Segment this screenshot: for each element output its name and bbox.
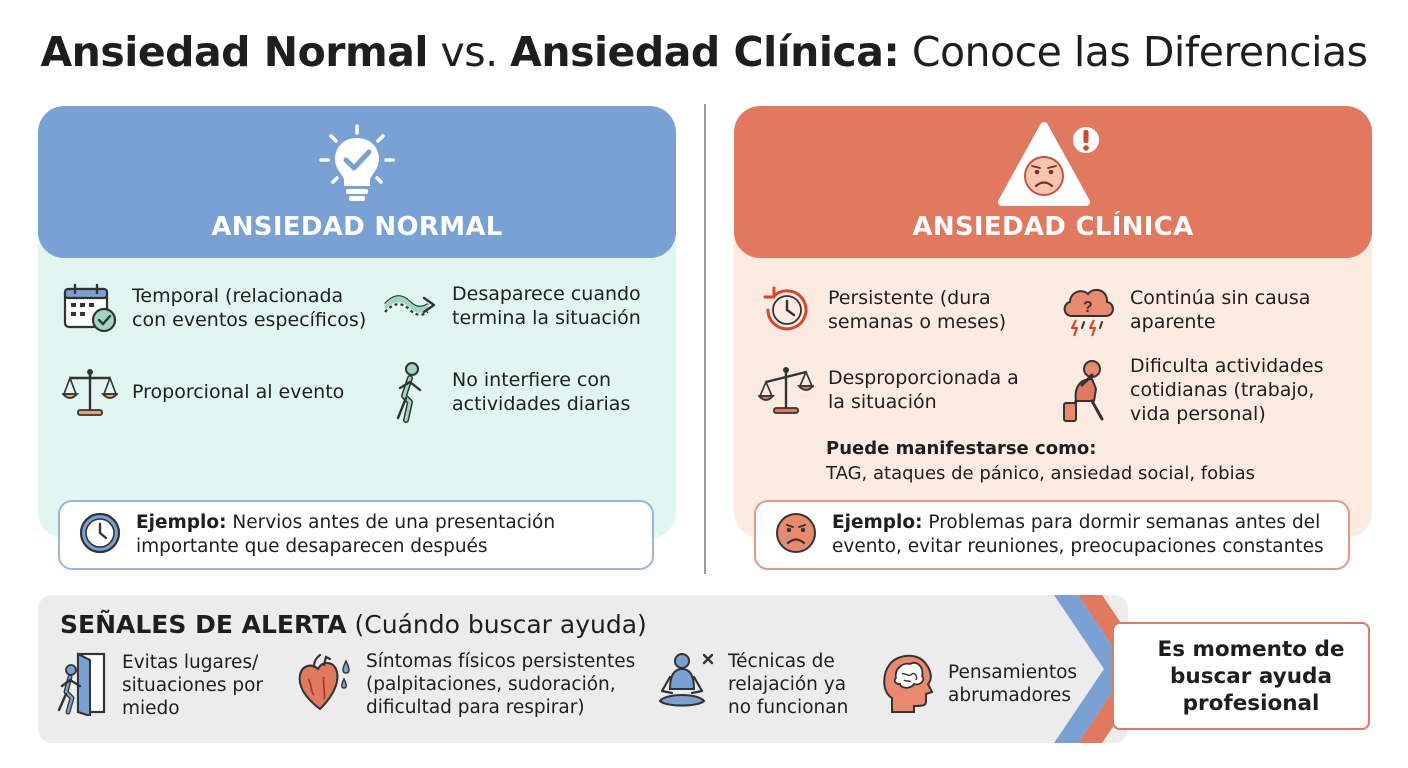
distressed-person-icon [1058,357,1116,423]
feature-no-cause: ? Continúa sin causa aparente [1058,282,1330,338]
alert-item-avoid-text: Evitas lugares/ situaciones por miedo [122,651,264,719]
feature-hinders: Dificulta actividades cotidianas (trabaj… [1058,354,1350,426]
meditation-icon [656,651,716,719]
clinical-example-body: Problemas para dormir semanas antes del … [832,512,1324,557]
walking-person-icon [382,360,438,424]
feature-temporal: Temporal (relacionada con eventos especí… [62,282,372,334]
feature-persistent-text: Persistente (dura semanas o meses) [828,287,1007,333]
clock-history-icon [758,282,814,338]
clinical-panel-header: ANSIEDAD CLÍNICA [734,106,1372,258]
title-clinic: Ansiedad Clínica: [510,28,900,76]
column-divider [704,104,706,574]
normal-panel-title: ANSIEDAD NORMAL [211,212,503,242]
sad-face-icon [774,511,818,559]
brain-head-icon [880,650,936,718]
feature-temporal-text: Temporal (relacionada con eventos especí… [132,285,367,331]
manifest-label: Puede manifestarse como: [826,438,1097,459]
title-normal: Ansiedad Normal [40,28,428,76]
alert-item-avoid: Evitas lugares/ situaciones por miedo [56,650,272,720]
feature-proportional: Proporcional al evento [62,364,362,420]
seek-help-callout: Es momento de buscar ayuda profesional [1112,622,1370,730]
normal-example-label: Ejemplo: [136,512,227,533]
alert-item-physical-text: Síntomas físicos persistentes (palpitaci… [366,651,636,718]
alert-signs-title: SEÑALES DE ALERTA (Cuándo buscar ayuda) [60,610,647,639]
normal-example-body: Nervios antes de una presentación import… [136,512,556,557]
manifest-block: Puede manifestarse como: TAG, ataques de… [826,436,1255,486]
normal-anxiety-panel: ANSIEDAD NORMAL [38,106,676,538]
feature-proportional-text: Proporcional al evento [132,381,345,403]
normal-panel-header: ANSIEDAD NORMAL [38,106,676,258]
feature-hinders-text: Dificulta actividades cotidianas (trabaj… [1130,355,1324,425]
svg-text:?: ? [1083,299,1093,316]
unbalanced-scale-icon [758,362,814,418]
seek-help-text: Es momento de buscar ayuda profesional [1157,636,1345,716]
alert-item-relaxation: Técnicas de relajación ya no funcionan [656,650,858,719]
alert-item-thoughts: Pensamientos abrumadores [880,650,1088,718]
heart-sweat-icon [296,651,354,719]
feature-no-interfere-text: No interfiere con actividades diarias [452,369,631,415]
warning-triangle-sad-face-icon [998,122,1101,206]
alert-title-bold: SEÑALES DE ALERTA [60,610,347,639]
alert-signs-band [38,595,1128,743]
lightbulb-check-icon [319,124,395,201]
clinical-anxiety-panel: ANSIEDAD CLÍNICA [734,106,1372,538]
title-vs: vs. [427,28,511,76]
clock-icon [78,511,122,559]
feature-no-interfere: No interfiere con actividades diarias [382,360,652,424]
calendar-check-icon [62,282,118,334]
wave-arrow-icon [382,286,438,326]
clinical-example-label: Ejemplo: [832,512,923,533]
balance-scale-icon [62,364,118,420]
feature-disappears-text: Desaparece cuando termina la situación [452,283,641,329]
feature-persistent: Persistente (dura semanas o meses) [758,282,1028,338]
clinical-example-text: Ejemplo: Problemas para dormir semanas a… [832,511,1332,559]
clinical-example-box: Ejemplo: Problemas para dormir semanas a… [754,500,1350,570]
clinical-panel-title: ANSIEDAD CLÍNICA [912,212,1194,242]
page-title: Ansiedad Normal vs. Ansiedad Clínica: Co… [0,28,1408,76]
manifest-text: TAG, ataques de pánico, ansiedad social,… [826,463,1255,484]
normal-example-box: Ejemplo: Nervios antes de una presentaci… [58,500,654,570]
title-subtitle: Conoce las Diferencias [899,28,1368,76]
feature-disproportionate: Desproporcionada a la situación [758,362,1028,418]
exit-door-icon [56,650,110,720]
alert-item-physical: Síntomas físicos persistentes (palpitaci… [296,650,646,719]
feature-no-cause-text: Continúa sin causa aparente [1130,287,1311,333]
feature-disproportionate-text: Desproporcionada a la situación [828,367,1019,413]
alert-item-relaxation-text: Técnicas de relajación ya no funcionan [728,651,849,718]
alert-title-rest: (Cuándo buscar ayuda) [346,610,647,639]
storm-cloud-question-icon: ? [1058,282,1116,338]
feature-disappears: Desaparece cuando termina la situación [382,282,652,330]
normal-example-text: Ejemplo: Nervios antes de una presentaci… [136,511,566,559]
alert-item-thoughts-text: Pensamientos abrumadores [948,662,1078,706]
